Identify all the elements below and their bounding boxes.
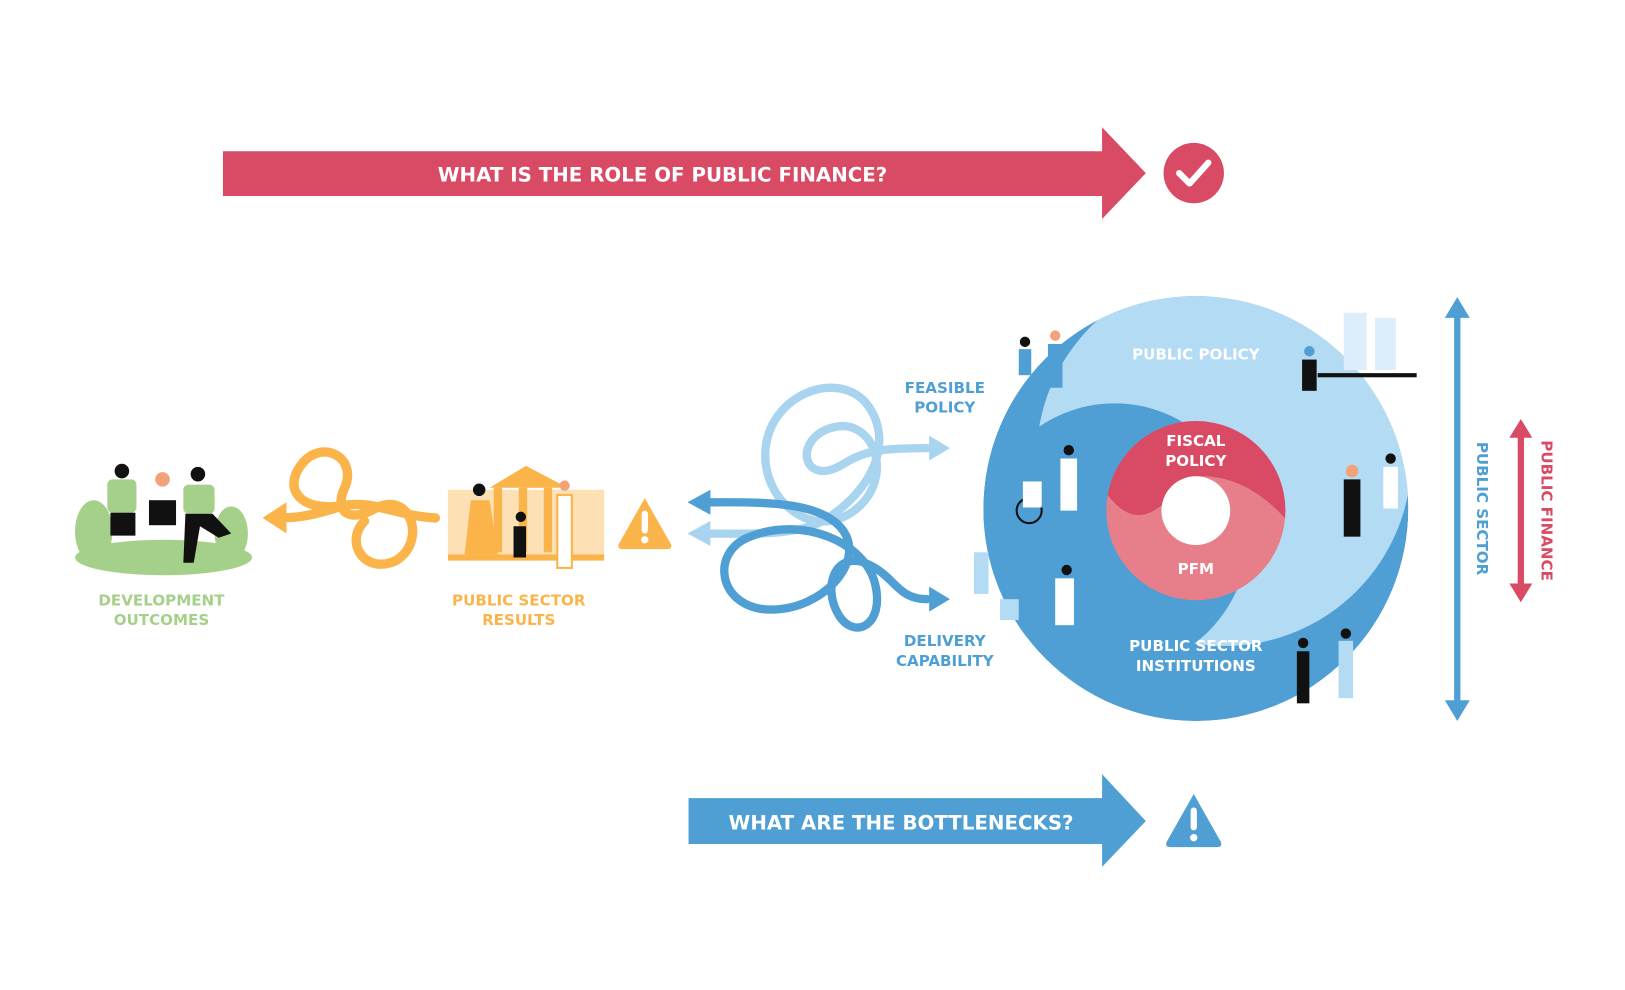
- public-sector-results-illustration: [447, 465, 605, 569]
- institutions-label-1: PUBLIC SECTOR: [1129, 637, 1263, 655]
- feasible-policy-label-2: POLICY: [914, 399, 976, 417]
- top-banner-label: WHAT IS THE ROLE OF PUBLIC FINANCE?: [438, 163, 888, 186]
- public-finance-axis-label: PUBLIC FINANCE: [1538, 440, 1556, 581]
- public-sector-results-label-2: RESULTS: [482, 611, 555, 629]
- institutions-label-2: INSTITUTIONS: [1136, 657, 1256, 675]
- delivery-capability-label-1: DELIVERY: [904, 632, 987, 650]
- feasible-policy-label-1: FEASIBLE: [905, 379, 985, 397]
- orange-arrowhead: [262, 502, 287, 534]
- blue-scribble: [704, 498, 932, 632]
- ring-center: [1161, 476, 1231, 545]
- delivery-capability-label-2: CAPABILITY: [896, 652, 995, 670]
- light-blue-arrowhead: [687, 521, 711, 547]
- public-policy-label: PUBLIC POLICY: [1132, 346, 1261, 364]
- development-outcomes-label-2: OUTCOMES: [114, 611, 210, 629]
- feasible-policy-arrowhead: [929, 435, 950, 461]
- bottom-banner-label: WHAT ARE THE BOTTLENECKS?: [729, 811, 1074, 834]
- orange-warning-icon: [618, 498, 672, 550]
- public-sector-axis: [1444, 297, 1470, 722]
- people-illustrations: [973, 312, 1417, 704]
- warning-icon: [1166, 793, 1222, 848]
- blue-arrowhead: [687, 489, 711, 515]
- check-circle-icon: [1163, 142, 1224, 204]
- fiscal-policy-label-1: FISCAL: [1166, 432, 1226, 450]
- bottom-banner: WHAT ARE THE BOTTLENECKS?: [688, 774, 1222, 867]
- development-outcomes-illustration: [75, 463, 253, 576]
- development-outcomes-label-1: DEVELOPMENT: [98, 591, 225, 609]
- pfm-label: PFM: [1178, 560, 1214, 578]
- orange-squiggle-arrow: [274, 447, 441, 569]
- top-banner: WHAT IS THE ROLE OF PUBLIC FINANCE?: [222, 127, 1224, 219]
- delivery-capability-arrowhead: [929, 586, 950, 612]
- public-sector-results-label-1: PUBLIC SECTOR: [452, 591, 586, 609]
- public-finance-axis: [1509, 418, 1533, 603]
- public-sector-axis-label: PUBLIC SECTOR: [1473, 442, 1491, 576]
- fiscal-policy-label-2: POLICY: [1165, 452, 1227, 470]
